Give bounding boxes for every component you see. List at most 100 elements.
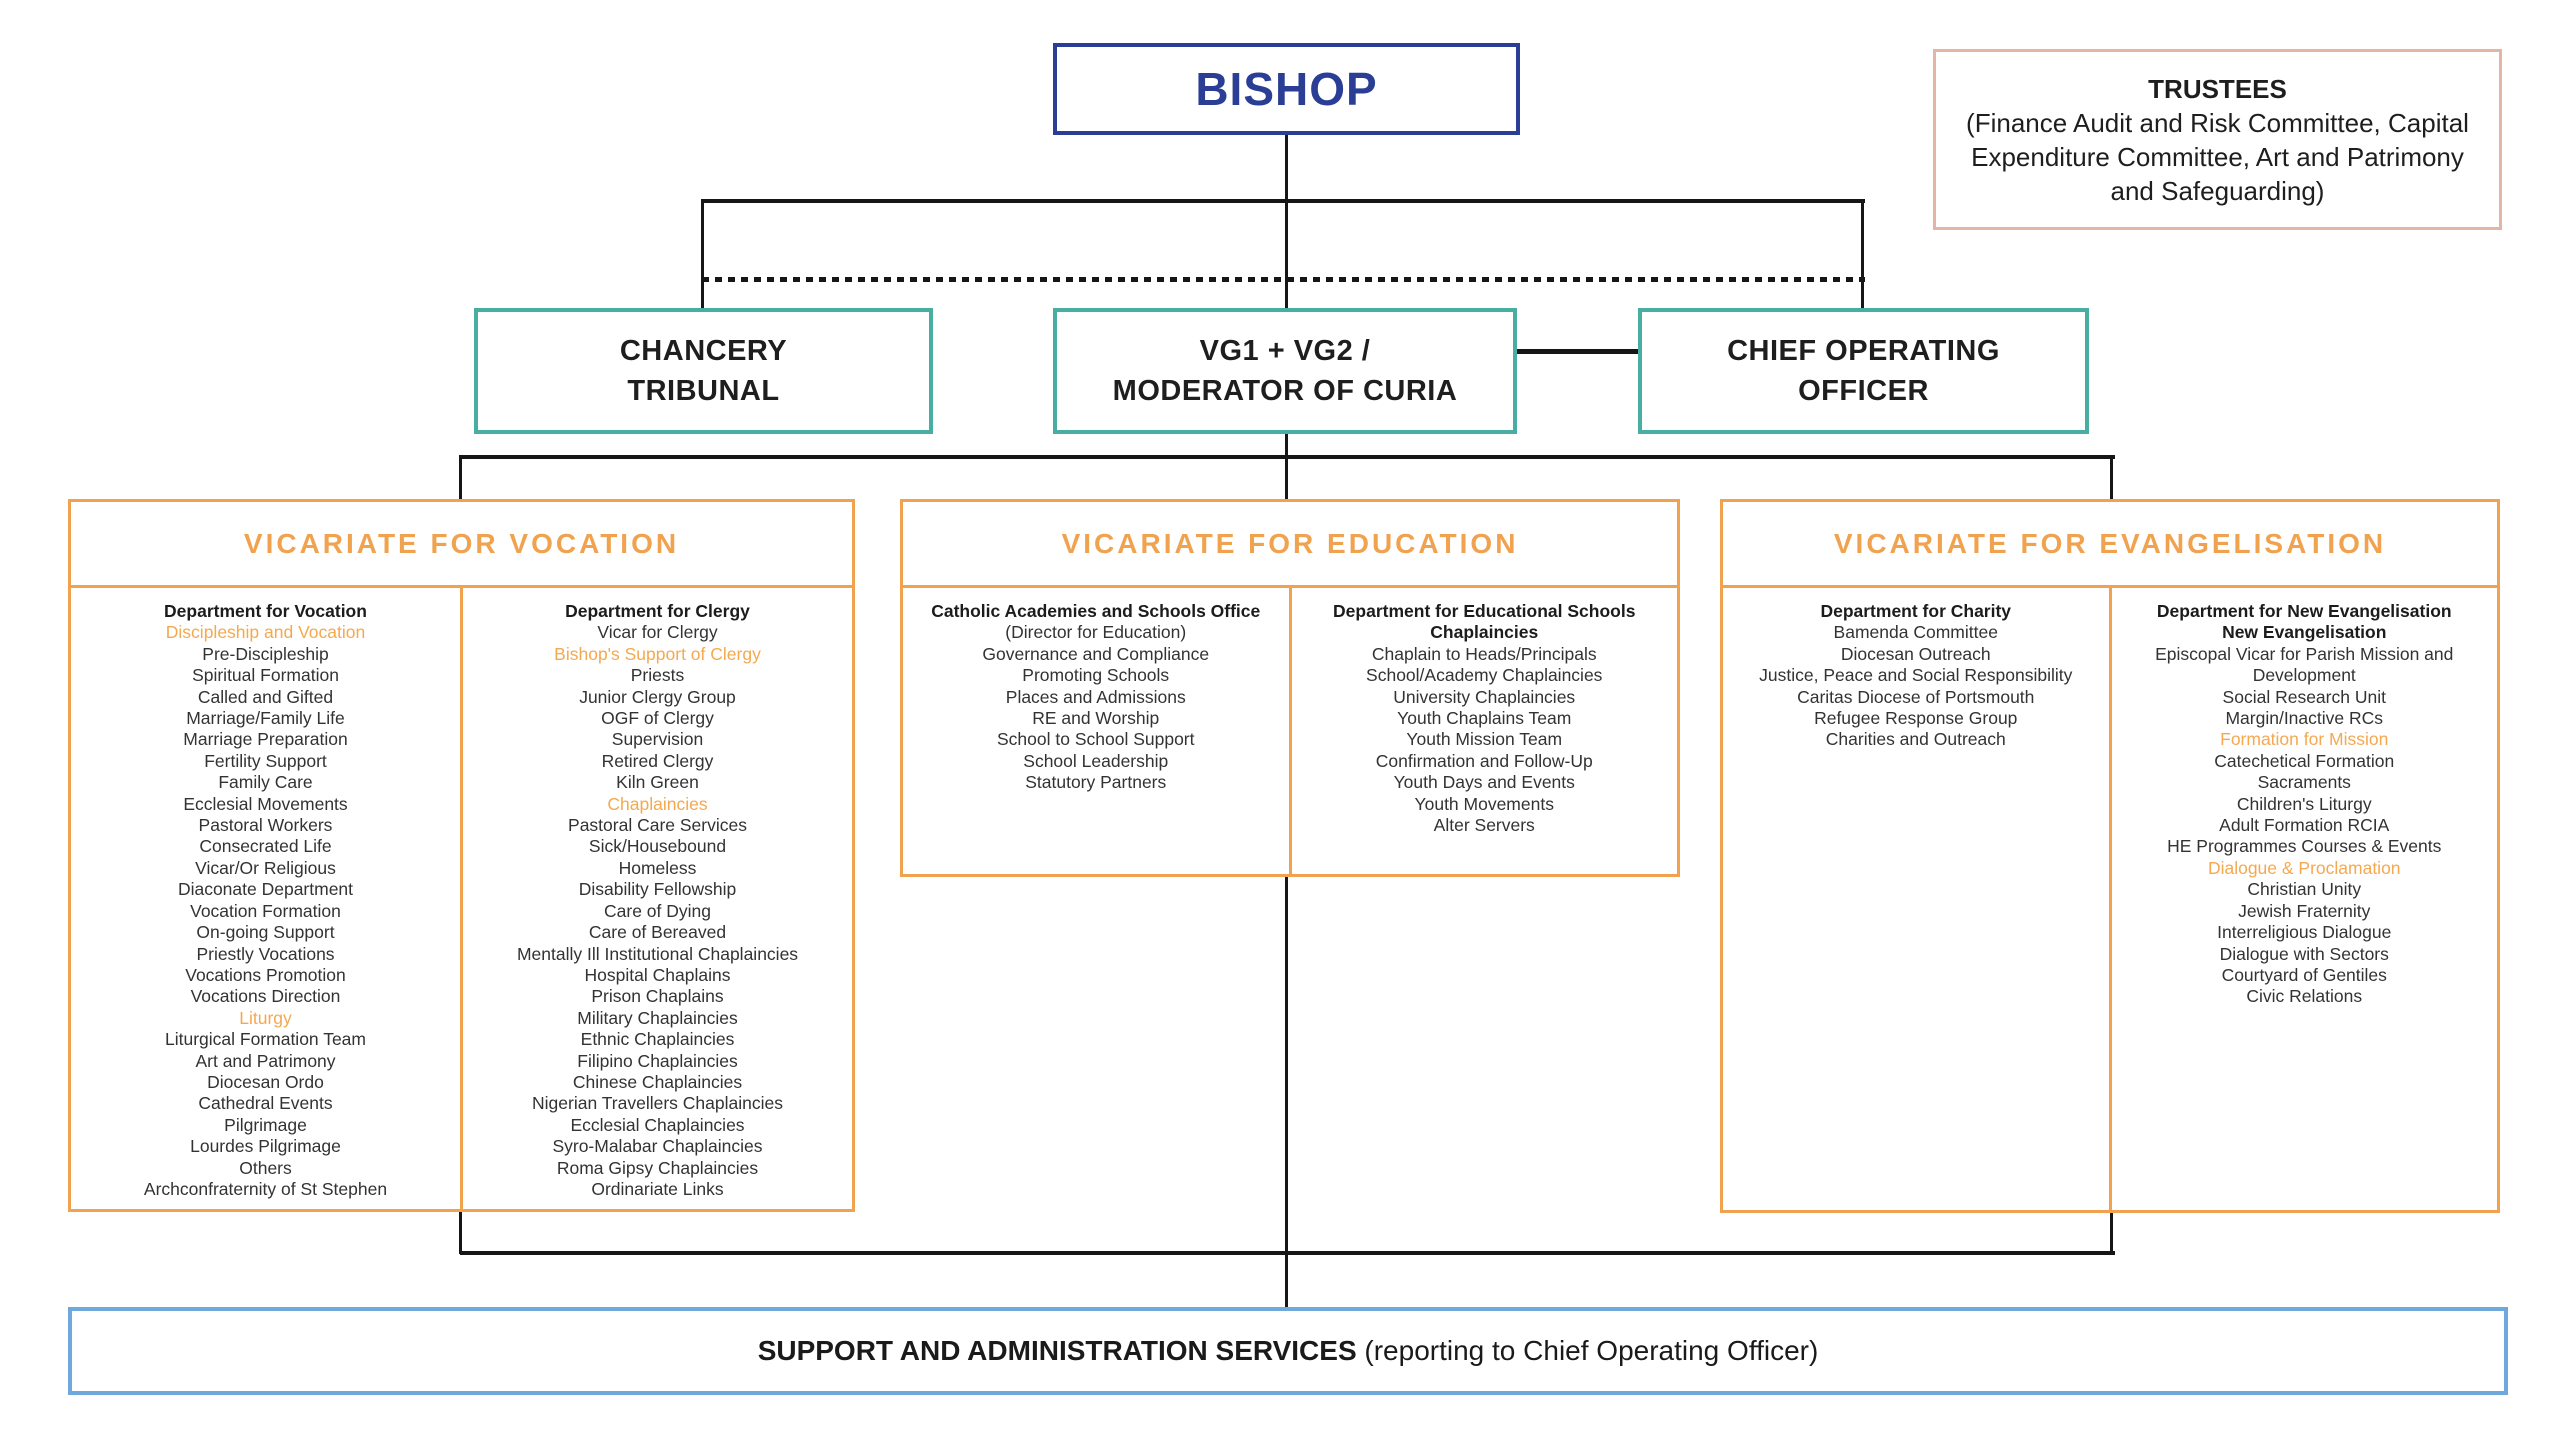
org-entry: Pastoral Care Services bbox=[568, 815, 747, 836]
vicariate-vocation-title: VICARIATE FOR VOCATION bbox=[71, 502, 852, 588]
support-suffix: (reporting to Chief Operating Officer) bbox=[1356, 1335, 1819, 1366]
org-entry: Chaplain to Heads/Principals bbox=[1371, 643, 1597, 664]
bishop-box: BISHOP bbox=[1053, 43, 1520, 135]
org-entry: Department for New Evangelisation bbox=[2156, 601, 2452, 621]
moderator-of-curia-box: VG1 + VG2 / MODERATOR OF CURIA bbox=[1053, 308, 1517, 434]
org-entry: Junior Clergy Group bbox=[579, 686, 736, 707]
org-entry: Vocation Formation bbox=[190, 900, 341, 921]
org-entry: Roma Gipsy Chaplaincies bbox=[556, 1157, 759, 1178]
org-entry: Retired Clergy bbox=[601, 750, 714, 771]
org-entry: Vocations Direction bbox=[190, 986, 341, 1007]
org-entry: Ordinariate Links bbox=[591, 1178, 724, 1199]
connector-moderator-below bbox=[1285, 434, 1288, 458]
trustees-box: TRUSTEES (Finance Audit and Risk Committ… bbox=[1933, 49, 2502, 230]
moderator-line1: VG1 + VG2 / bbox=[1199, 335, 1371, 367]
connector-moderator-coo-link bbox=[1517, 349, 1638, 354]
coo-line2: OFFICER bbox=[1798, 375, 1929, 407]
org-entry: Bamenda Committee bbox=[1833, 622, 1998, 643]
org-entry: Vicar for Clergy bbox=[597, 622, 718, 643]
org-entry: School to School Support bbox=[997, 729, 1195, 750]
org-entry: Justice, Peace and Social Responsibility bbox=[1759, 665, 2073, 686]
org-entry: Sacraments bbox=[2257, 772, 2351, 793]
org-entry: Liturgy bbox=[239, 1007, 292, 1028]
org-entry: Jewish Fraternity bbox=[2238, 900, 2371, 921]
vicariate-education-box: VICARIATE FOR EDUCATION Catholic Academi… bbox=[900, 499, 1680, 877]
org-entry: Supervision bbox=[611, 729, 704, 750]
org-entry: Kiln Green bbox=[616, 772, 699, 793]
org-entry: Family Care bbox=[218, 772, 313, 793]
org-entry: Dialogue & Proclamation bbox=[2207, 857, 2401, 878]
org-entry: HE Programmes Courses & Events bbox=[2167, 836, 2442, 857]
vicariate-vocation-box: VICARIATE FOR VOCATION Department for Vo… bbox=[68, 499, 855, 1212]
org-entry: Governance and Compliance bbox=[982, 643, 1210, 664]
org-entry: Christian Unity bbox=[2247, 879, 2362, 900]
org-entry: Department for Clergy bbox=[565, 601, 750, 621]
org-entry: Hospital Chaplains bbox=[584, 964, 731, 985]
org-entry: Ecclesial Chaplaincies bbox=[570, 1114, 745, 1135]
org-entry: Courtyard of Gentiles bbox=[2221, 964, 2387, 985]
org-entry: Chinese Chaplaincies bbox=[572, 1071, 743, 1092]
org-entry: Refugee Response Group bbox=[1814, 708, 2018, 729]
connector-vocation-below bbox=[459, 1212, 462, 1254]
org-entry: Chaplaincies bbox=[607, 793, 708, 814]
connector-moderator-down bbox=[1285, 199, 1288, 308]
chancery-line2: TRIBUNAL bbox=[627, 375, 780, 407]
dotted-line bbox=[702, 277, 1865, 282]
org-entry: Caritas Diocese of Portsmouth bbox=[1797, 686, 2035, 707]
org-entry: Homeless bbox=[618, 857, 697, 878]
vicariate-evangelisation-box: VICARIATE FOR EVANGELISATION Department … bbox=[1720, 499, 2500, 1213]
org-entry: Cathedral Events bbox=[198, 1093, 333, 1114]
org-entry: Catholic Academies and Schools Office bbox=[931, 601, 1261, 621]
coo-line1: CHIEF OPERATING bbox=[1727, 335, 2000, 367]
org-entry: Vicar/Or Religious bbox=[195, 857, 336, 878]
moderator-line2: MODERATOR OF CURIA bbox=[1112, 375, 1458, 407]
org-entry: Ethnic Chaplaincies bbox=[580, 1029, 735, 1050]
connector-center-to-support bbox=[1285, 877, 1288, 1309]
org-entry: Formation for Mission bbox=[2220, 729, 2389, 750]
trustees-title: TRUSTEES bbox=[2148, 73, 2287, 104]
org-entry: Department for Vocation bbox=[164, 601, 367, 621]
org-entry: New Evangelisation bbox=[2222, 622, 2387, 643]
org-entry: Diocesan Outreach bbox=[1840, 643, 1991, 664]
org-entry: Diaconate Department bbox=[177, 879, 354, 900]
org-entry: Filipino Chaplaincies bbox=[577, 1050, 738, 1071]
org-entry: Youth Mission Team bbox=[1406, 729, 1563, 750]
org-entry: Dialogue with Sectors bbox=[2219, 943, 2389, 964]
org-entry: Youth Days and Events bbox=[1393, 772, 1575, 793]
support-services-box: SUPPORT AND ADMINISTRATION SERVICES (rep… bbox=[68, 1307, 2508, 1395]
org-entry: Margin/Inactive RCs bbox=[2225, 708, 2384, 729]
org-entry: Care of Bereaved bbox=[588, 922, 727, 943]
org-entry: Marriage Preparation bbox=[183, 729, 348, 750]
org-entry: Confirmation and Follow-Up bbox=[1375, 750, 1593, 771]
org-entry: Mentally Ill Institutional Chaplaincies bbox=[516, 943, 799, 964]
org-entry: Nigerian Travellers Chaplaincies bbox=[532, 1093, 783, 1114]
connector-row2-horizontal bbox=[702, 199, 1865, 203]
vicariate-evangelisation-title: VICARIATE FOR EVANGELISATION bbox=[1723, 502, 2497, 588]
org-entry: Catechetical Formation bbox=[2214, 750, 2395, 771]
org-entry: Adult Formation RCIA bbox=[2219, 815, 2390, 836]
org-entry: Care of Dying bbox=[604, 900, 711, 921]
chief-operating-officer-box: CHIEF OPERATING OFFICER bbox=[1638, 308, 2089, 434]
org-entry: OGF of Clergy bbox=[601, 708, 714, 729]
vicariate-education-columns: Catholic Academies and Schools Office(Di… bbox=[903, 588, 1677, 874]
chancery-tribunal-box: CHANCERY TRIBUNAL bbox=[474, 308, 933, 434]
org-entry: Military Chaplaincies bbox=[577, 1007, 738, 1028]
connector-bishop-down bbox=[1285, 135, 1288, 201]
trustees-subtitle: (Finance Audit and Risk Committee, Capit… bbox=[1966, 107, 2469, 206]
org-entry: Promoting Schools bbox=[1022, 665, 1170, 686]
org-entry: Interreligious Dialogue bbox=[2217, 922, 2392, 943]
org-entry: Lourdes Pilgrimage bbox=[190, 1136, 341, 1157]
org-entry: Statutory Partners bbox=[1025, 772, 1167, 793]
bishop-label: BISHOP bbox=[1195, 63, 1378, 115]
org-entry: Places and Admissions bbox=[1005, 686, 1186, 707]
org-entry: Episcopal Vicar for Parish Mission and D… bbox=[2155, 643, 2454, 686]
support-title: SUPPORT AND ADMINISTRATION SERVICES bbox=[757, 1335, 1357, 1366]
org-entry: Priests bbox=[630, 665, 685, 686]
org-entry: On-going Support bbox=[196, 922, 335, 943]
vicariate-education-title: VICARIATE FOR EDUCATION bbox=[903, 502, 1677, 588]
org-entry: Ecclesial Movements bbox=[183, 793, 348, 814]
org-entry: Vocations Promotion bbox=[185, 964, 346, 985]
